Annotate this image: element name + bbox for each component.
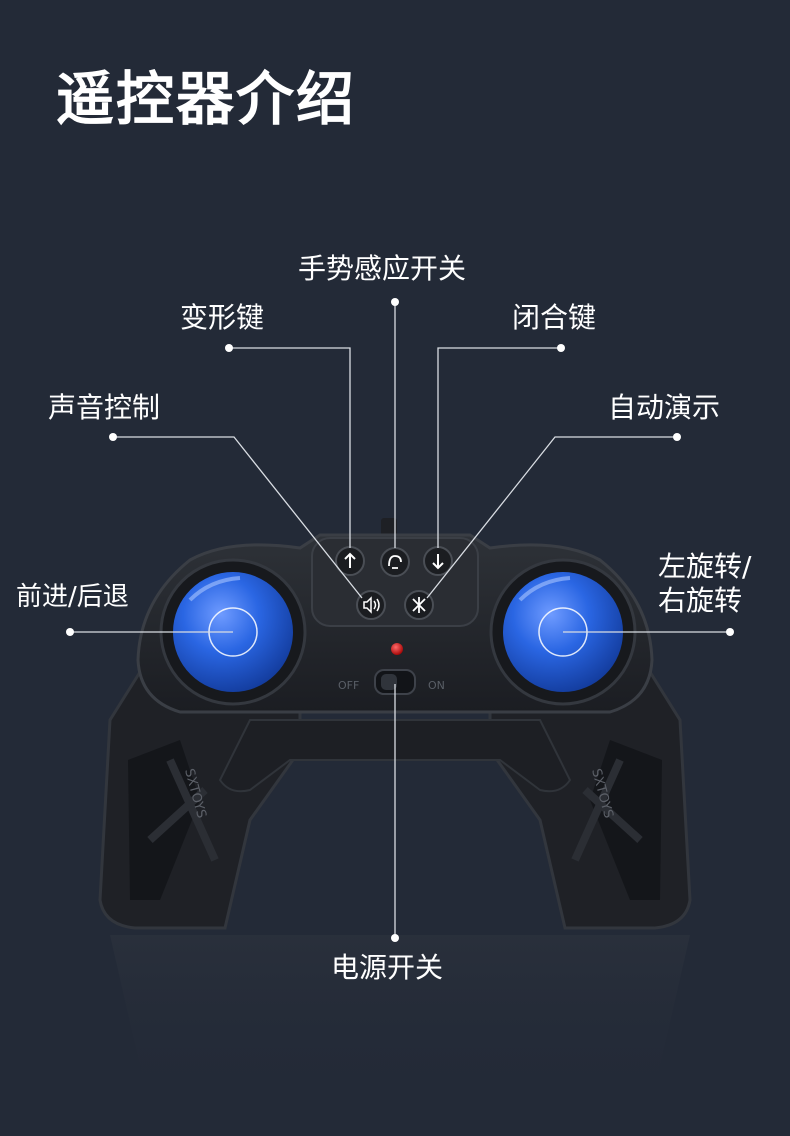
power-switch[interactable] — [374, 669, 416, 695]
label-gesture-switch: 手势感应开关 — [298, 252, 467, 285]
label-auto-demo: 自动演示 — [608, 391, 721, 424]
speaker-icon — [363, 596, 380, 614]
label-transform-key: 变形键 — [180, 301, 265, 334]
power-led — [391, 643, 403, 655]
switch-on-label: ON — [428, 679, 445, 692]
callout-line-close — [437, 347, 561, 548]
callout-dot-close — [557, 344, 565, 352]
hand-gesture-icon — [388, 555, 402, 569]
arrow-down-icon — [432, 554, 444, 570]
label-forward-back: 前进/后退 — [16, 582, 129, 612]
right-grip-ribs — [571, 758, 643, 862]
auto-demo-icon — [412, 597, 426, 613]
callout-line-auto-demo — [426, 436, 677, 599]
callout-dot-auto-demo — [673, 433, 681, 441]
callout-dot-gesture — [391, 298, 399, 306]
switch-off-label: OFF — [338, 679, 359, 692]
callout-dot-sound — [109, 433, 117, 441]
callout-dot-forward-back — [66, 628, 74, 636]
label-power-switch: 电源开关 — [331, 951, 444, 984]
callout-line-sound — [113, 436, 363, 599]
callout-dot-power — [391, 934, 399, 942]
callout-dot-transform — [225, 344, 233, 352]
floor-reflection — [110, 935, 690, 1110]
sound-button[interactable] — [356, 590, 386, 620]
label-rotate-line2: 右旋转 — [658, 584, 743, 617]
auto-demo-button[interactable] — [404, 590, 434, 620]
arrow-up-icon — [344, 552, 356, 568]
label-rotate-line1: 左旋转/ — [658, 550, 752, 583]
label-sound-control: 声音控制 — [48, 391, 161, 424]
callout-line-transform — [229, 347, 351, 548]
left-grip-ribs — [147, 758, 219, 862]
page-title: 遥控器介绍 — [56, 65, 357, 133]
label-close-key: 闭合键 — [512, 301, 597, 334]
callout-dot-rotate — [726, 628, 734, 636]
